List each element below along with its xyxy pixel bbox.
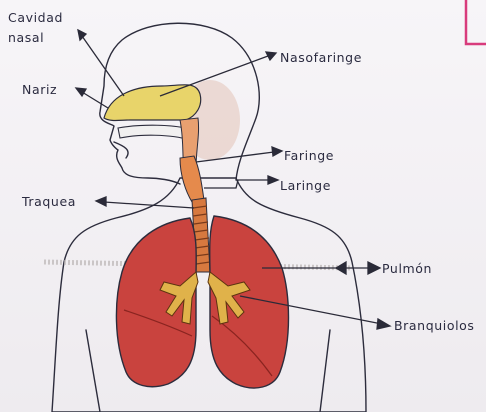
arrowhead-laringe — [268, 176, 278, 184]
arrowhead-nasofaringe — [266, 52, 276, 60]
label-faringe: Faringe — [284, 148, 334, 163]
arrowhead-traquea — [96, 197, 106, 206]
label-nariz: Nariz — [22, 82, 57, 97]
arrowhead-nariz — [76, 88, 86, 96]
label-nasofaringe: Nasofaringe — [280, 50, 362, 65]
left-arm-line — [86, 330, 100, 412]
arrowhead-bronquiolos — [377, 319, 390, 329]
label-cavidad-nasal-line2: nasal — [8, 30, 44, 45]
label-bronquiolos: Branquiolos — [394, 318, 475, 333]
label-traquea: Traquea — [21, 194, 76, 209]
larynx — [180, 156, 204, 202]
label-laringe: Laringe — [280, 178, 331, 193]
right-arm-line — [320, 330, 330, 412]
torso-outline — [52, 178, 366, 412]
arrow-nariz — [82, 92, 108, 108]
label-pulmon: Pulmón — [382, 261, 432, 276]
nasal-cavity — [104, 85, 201, 121]
arrowhead-cavidad-nasal — [78, 30, 86, 40]
page-margin-line — [466, 0, 486, 44]
arrowhead-faringe — [272, 147, 282, 156]
arrowhead-pulmon — [368, 262, 380, 274]
label-cavidad-nasal-line1: Cavidad — [8, 10, 63, 25]
pulmon-marker — [336, 262, 346, 274]
